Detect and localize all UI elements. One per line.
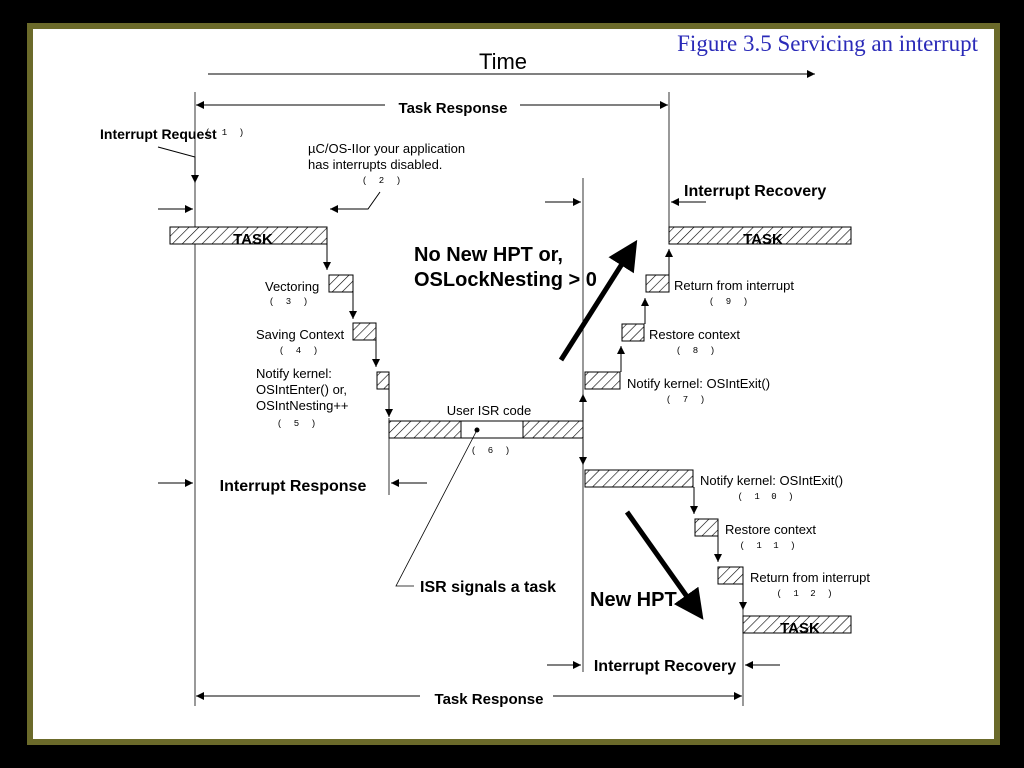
no-new-hpt-arrow [558,239,638,362]
step-3: ( 3 ) [269,297,311,307]
saving-context-block [352,322,377,341]
return-interrupt-lower-label: Return from interrupt [750,570,870,585]
saving-context-label: Saving Context [256,327,345,342]
task-bar-left-label: TASK [233,231,273,248]
task-response-top-label: Task Response [399,100,508,117]
interrupt-recovery-bottom-label: Interrupt Recovery [594,658,736,675]
task-bar-lower [742,615,852,634]
step-7: ( 7 ) [666,395,708,405]
restore-context-upper-block [621,323,645,342]
figure-title: Figure 3.5 Servicing an interrupt [677,31,978,56]
notify-exit-upper-label: Notify kernel: OSIntExit() [627,376,770,391]
restore-context-lower-label: Restore context [725,522,816,537]
isr-signals-leader [395,429,478,587]
notify-enter-line1: Notify kernel: [256,366,332,381]
note-disabled-arrow [330,191,381,213]
step-2: ( 2 ) [362,176,404,186]
step-8: ( 8 ) [676,346,718,356]
notify-exit-lower-block [584,469,694,488]
no-new-hpt-line2: OSLockNesting > 0 [414,269,597,291]
isr-signals-label: ISR signals a task [420,579,556,596]
user-isr-label: User ISR code [447,403,532,418]
task-bar-left [169,226,328,245]
new-hpt-arrow [624,510,704,620]
time-label: Time [479,49,527,74]
notify-enter-line3: OSIntNesting++ [256,398,349,413]
restore-context-upper-label: Restore context [649,327,740,342]
return-interrupt-upper-label: Return from interrupt [674,278,794,293]
step-1: ( 1 ) [205,128,247,138]
return-interrupt-lower-block [717,566,744,585]
task-bar-right-label: TASK [743,231,783,248]
step-9: ( 9 ) [709,297,751,307]
task-bar-lower-label: TASK [780,620,820,637]
step-11: ( 1 1 ) [740,541,799,551]
note-disabled-line2: has interrupts disabled. [308,157,442,172]
user-isr-hatch-left [388,420,462,439]
interrupt-recovery-top-label: Interrupt Recovery [684,183,826,200]
task-bar-right [668,226,852,245]
step-10: ( 1 0 ) [738,492,797,502]
note-disabled-line1: µC/OS-IIor your application [308,141,465,156]
interrupt-request-arrow [157,146,199,183]
restore-context-lower-block [694,518,719,537]
notify-enter-line2: OSIntEnter() or, [256,382,347,397]
step-5: ( 5 ) [277,419,319,429]
return-interrupt-upper-block [645,274,670,293]
notify-enter-block [376,371,390,390]
new-hpt-label: New HPT [590,589,677,611]
notify-exit-lower-label: Notify kernel: OSIntExit() [700,473,843,488]
interrupt-response-label: Interrupt Response [220,478,367,495]
step-6: ( 6 ) [471,446,513,456]
notify-exit-upper-block [584,371,621,390]
interrupt-request-label: Interrupt Request [100,126,217,142]
vectoring-block [328,274,354,293]
user-isr-hatch-right [522,420,584,439]
step-12: ( 1 2 ) [777,589,836,599]
no-new-hpt-line1: No New HPT or, [414,244,563,266]
vectoring-label: Vectoring [265,279,319,294]
task-response-bottom-label: Task Response [435,691,544,708]
step-4: ( 4 ) [279,346,321,356]
